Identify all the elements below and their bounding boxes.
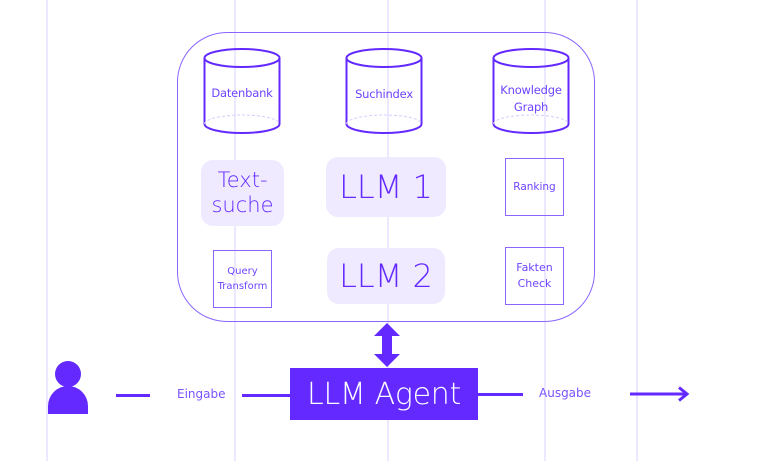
double-arrow-icon (374, 323, 400, 367)
knowledge-graph-label: Knowledge Graph (492, 82, 570, 116)
person-icon (48, 361, 88, 414)
guide-line (636, 0, 638, 461)
output-label: Ausgabe (539, 386, 592, 400)
tools-container (177, 32, 595, 322)
fakten-check-line-2: Check (517, 277, 552, 290)
database-icon (203, 48, 281, 134)
arrow-right-icon (630, 386, 690, 402)
input-line-left (116, 394, 150, 397)
input-line-right (242, 394, 290, 397)
llm2-label: LLM 2 (339, 257, 433, 295)
guide-line (234, 0, 236, 461)
query-transform-box: Query Transform (213, 250, 272, 308)
knowledge-graph-line-2: Graph (513, 100, 549, 114)
knowledge-graph-cylinder: Knowledge Graph (492, 48, 570, 140)
guide-line (46, 0, 48, 461)
input-label: Eingabe (177, 387, 226, 401)
fakten-check-box: Fakten Check (505, 247, 564, 305)
llm2-pill: LLM 2 (327, 248, 445, 304)
guide-line (544, 0, 546, 461)
ranking-label: Ranking (513, 181, 556, 193)
llm1-label: LLM 1 (339, 168, 433, 206)
output-line-left (478, 393, 523, 396)
textsuche-line-1: Text- (217, 168, 268, 192)
database-icon (345, 48, 423, 134)
query-transform-line-1: Query (227, 266, 258, 277)
suchindex-label: Suchindex (355, 87, 413, 101)
datenbank-label: Datenbank (211, 86, 273, 100)
textsuche-line-2: suche (211, 193, 274, 217)
textsuche-pill: Text- suche (201, 160, 284, 226)
suchindex-cylinder: Suchindex (345, 48, 423, 140)
database-icon (492, 48, 570, 134)
llm1-pill: LLM 1 (326, 157, 446, 217)
knowledge-graph-line-1: Knowledge (500, 83, 562, 97)
datenbank-cylinder: Datenbank (203, 48, 281, 140)
fakten-check-line-1: Fakten (516, 261, 553, 274)
llm-agent-label: LLM Agent (307, 376, 461, 412)
llm-agent-box: LLM Agent (290, 368, 478, 420)
ranking-box: Ranking (505, 158, 564, 216)
guide-line (387, 0, 389, 461)
query-transform-line-2: Transform (217, 281, 268, 292)
